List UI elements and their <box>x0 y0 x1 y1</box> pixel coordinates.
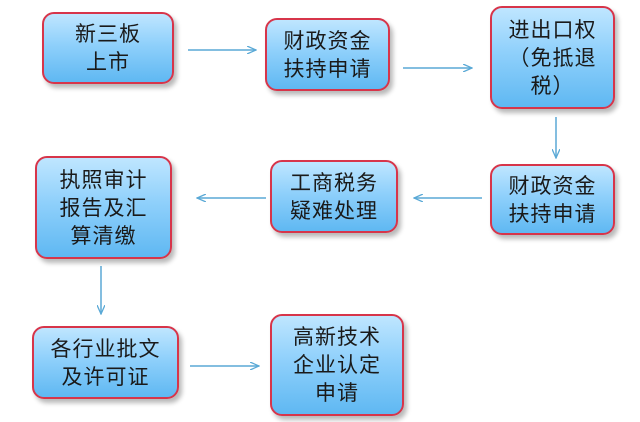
node-high-tech-certification: 高新技术 企业认定 申请 <box>270 314 404 416</box>
node-industry-permits: 各行业批文 及许可证 <box>32 326 179 399</box>
node-fiscal-support-application-2: 财政资金 扶持申请 <box>490 164 615 235</box>
node-license-audit-report: 执照审计 报告及汇 算清缴 <box>35 156 172 259</box>
node-import-export-rights: 进出口权 （免抵退 税） <box>490 6 615 109</box>
node-business-tax-issues: 工商税务 疑难处理 <box>270 160 398 233</box>
node-fiscal-support-application: 财政资金 扶持申请 <box>265 18 390 91</box>
node-new-third-board-listing: 新三板 上市 <box>42 12 174 84</box>
